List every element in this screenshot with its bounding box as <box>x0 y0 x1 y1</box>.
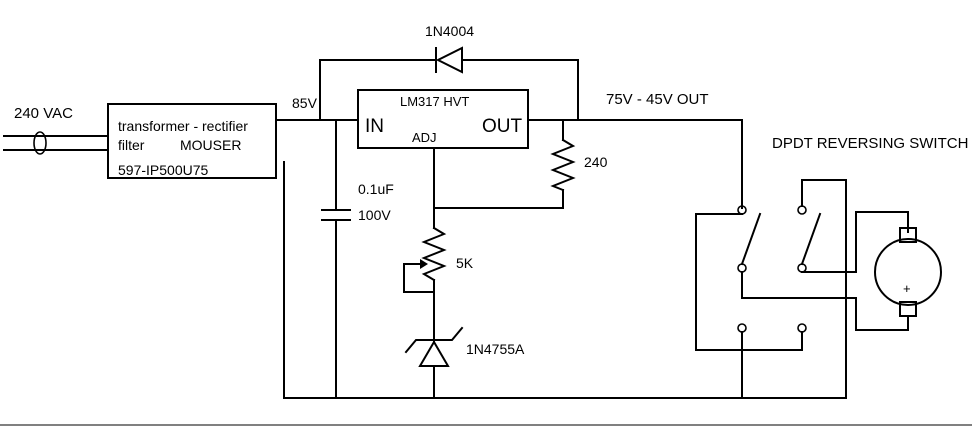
input-voltage-label: 85V <box>292 95 318 111</box>
regulator-in-pin: IN <box>365 116 384 137</box>
dpdt-switch <box>695 119 909 399</box>
switch-terminal-a2 <box>737 323 747 333</box>
capacitor <box>321 119 351 399</box>
resistor-value-label: 240 <box>584 154 608 170</box>
ac-plug-icon <box>33 131 47 155</box>
switch-title: DPDT REVERSING SWITCH <box>772 135 968 152</box>
ac-input-label: 240 VAC <box>14 105 73 122</box>
switch-blade-b <box>800 212 822 266</box>
switch-blade-a <box>740 212 762 266</box>
switch-terminal-b2 <box>797 323 807 333</box>
zener-diode <box>404 325 464 399</box>
pot-value-label: 5K <box>456 255 474 271</box>
switch-common-b <box>797 263 807 273</box>
regulator-adj-pin: ADJ <box>412 130 437 145</box>
capacitor-value-label: 0.1uF <box>358 181 394 197</box>
switch-terminal-b1 <box>797 205 807 215</box>
dc-motor <box>874 227 942 317</box>
regulator-part-label: LM317 HVT <box>400 94 469 109</box>
potentiometer-5k <box>403 226 447 327</box>
ground-rail <box>283 161 847 399</box>
diode-part-label: 1N4004 <box>425 23 474 39</box>
zener-icon <box>418 340 450 367</box>
psu-part-number: 597-IP500U75 <box>118 162 209 178</box>
zener-part-label: 1N4755A <box>466 341 525 357</box>
motor-icon <box>874 238 942 306</box>
psu-label-filter: filter <box>118 137 145 153</box>
diode-icon <box>435 46 463 74</box>
protection-diode <box>319 46 579 121</box>
output-voltage-label: 75V - 45V OUT <box>606 91 709 108</box>
regulator-out-pin: OUT <box>482 116 523 137</box>
power-supply-module <box>107 103 277 179</box>
psu-label-brand: MOUSER <box>180 137 241 153</box>
switch-common-a <box>737 263 747 273</box>
ac-input-wires <box>3 131 109 155</box>
motor-polarity-label: + <box>903 281 911 296</box>
resistor-240 <box>433 119 576 209</box>
capacitor-voltage-label: 100V <box>358 207 391 223</box>
wiper-arrow-icon <box>420 259 428 269</box>
psu-label-line1: transformer - rectifier <box>118 118 248 134</box>
